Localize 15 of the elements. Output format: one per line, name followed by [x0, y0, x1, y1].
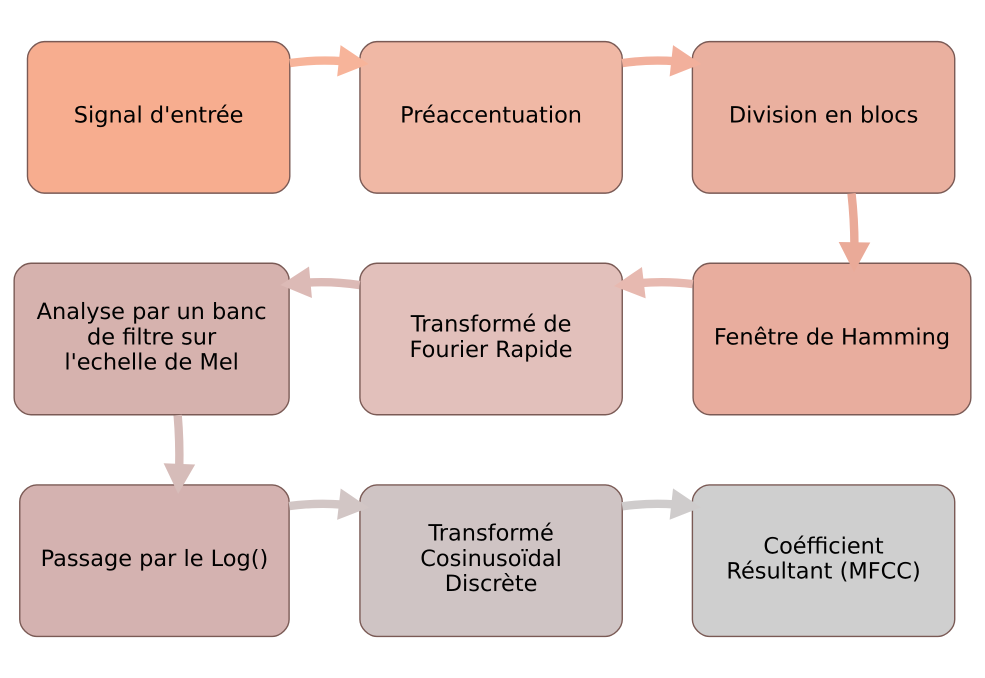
node-box: Division en blocs [692, 40, 956, 194]
arrow [164, 414, 196, 494]
arrow [838, 193, 870, 272]
arrow [622, 45, 702, 76]
arrow [280, 266, 360, 298]
node-box: Passage par le Log() [19, 484, 290, 638]
node-box: Préaccentuation [359, 40, 623, 194]
arrow [289, 45, 369, 76]
arrow [614, 266, 694, 298]
node-box: Signal d'entrée [26, 40, 290, 194]
node-box: Transformé de Fourier Rapide [359, 262, 623, 416]
node-box: Fenêtre de Hamming [692, 262, 972, 416]
node-box: Analyse par un banc de filtre sur l'echelle de Mel [13, 262, 290, 416]
node-box: Coéfficient Résultant (MFCC) [692, 484, 956, 638]
node-box: Transformé Cosinusoïdal Discrète [359, 484, 623, 638]
